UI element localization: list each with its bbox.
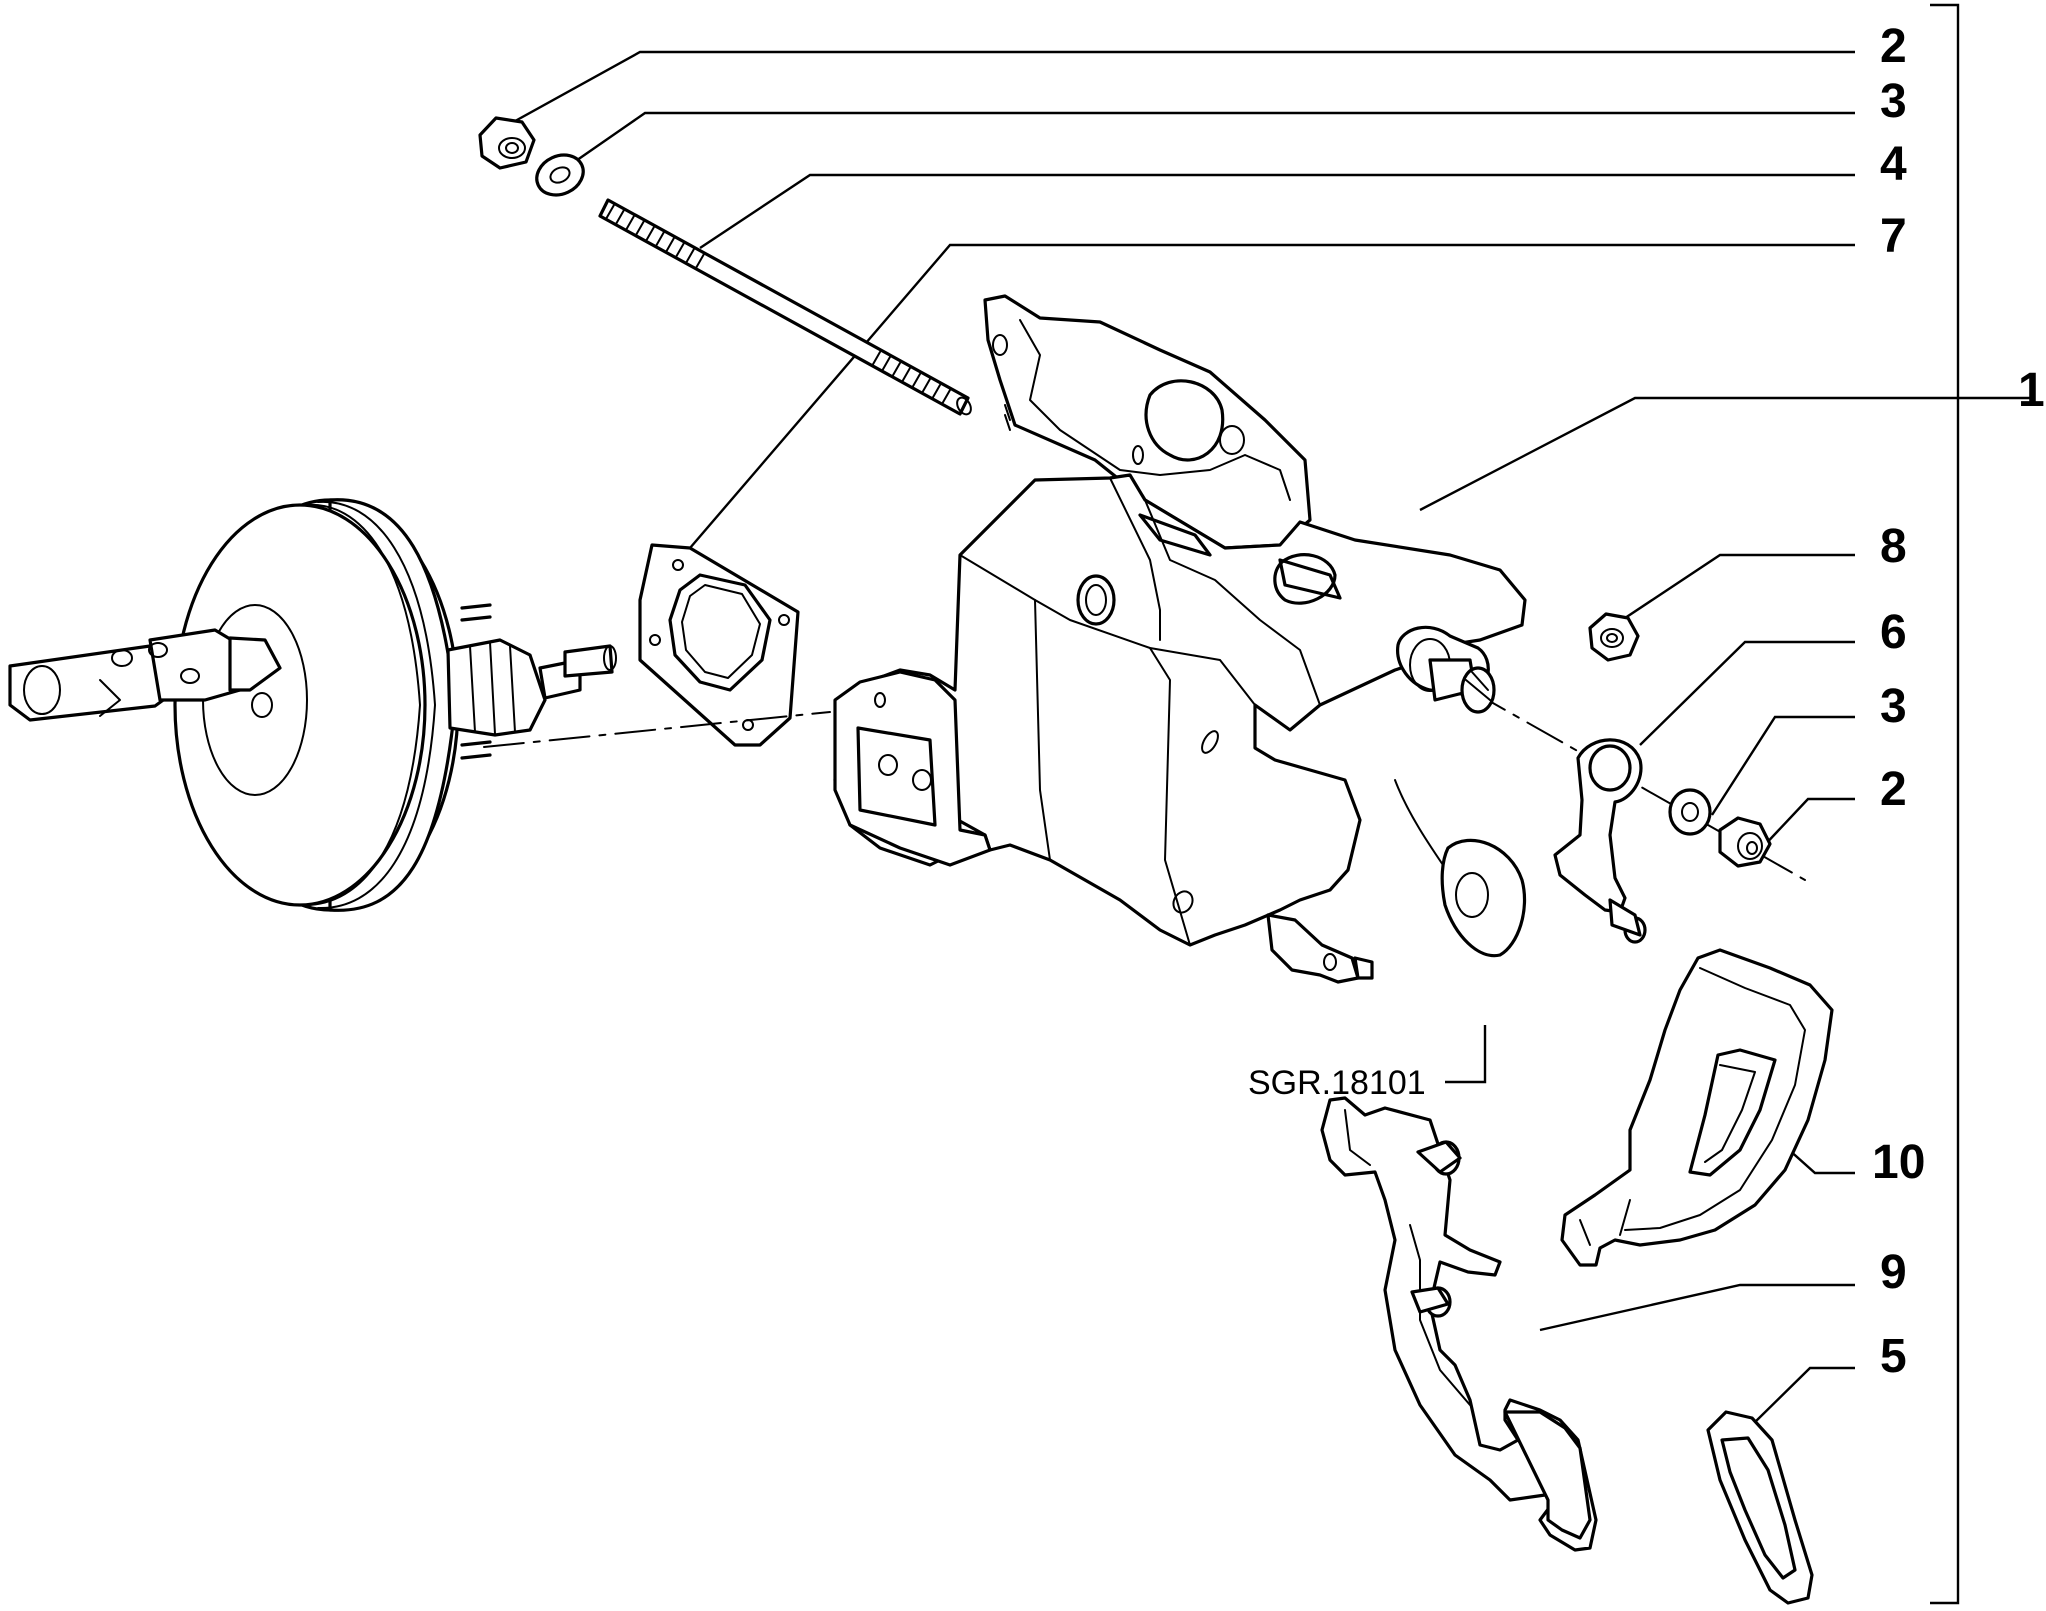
washer-top [535,153,585,197]
leader-7 [689,243,1855,549]
reference-code: SGR.18101 [1248,1064,1426,1102]
leader-3-side [1710,715,1855,816]
leader-2-side [1759,797,1855,851]
leader-8 [1609,553,1855,629]
callout-3-top: 3 [1880,75,1907,128]
leader-4 [699,173,1855,249]
gasket [638,543,800,747]
callout-3-side: 3 [1880,680,1907,733]
brake-booster [8,498,617,912]
leader-1 [1419,396,2030,512]
flanged-nut-side [1718,816,1772,868]
leader-9 [1539,1283,1855,1332]
pedal-cover [1560,948,1834,1267]
leader-6 [1639,640,1855,746]
lever [1553,738,1647,944]
leader-5 [1751,1366,1855,1426]
callout-5: 5 [1880,1330,1907,1383]
callout-10: 10 [1872,1136,1925,1189]
callout-1: 1 [2018,364,2045,417]
callout-8: 8 [1880,520,1907,573]
callout-2-top: 2 [1880,20,1907,73]
nut-side [1588,612,1640,662]
leader-lines [507,50,2030,1426]
leader-2-top [507,50,1855,127]
pedal-pad [1706,1410,1814,1605]
callout-labels: 2 3 4 7 1 8 6 3 2 10 9 5 SGR.18101 [1248,20,2045,1383]
callout-frame [1930,3,1960,1605]
leader-3-top [569,111,1855,166]
pedal [1320,1096,1598,1552]
callout-2-side: 2 [1880,763,1907,816]
washer-side [1668,788,1712,836]
callout-6: 6 [1880,606,1907,659]
callout-4: 4 [1880,138,1907,191]
nut-top [478,116,536,170]
callout-9: 9 [1880,1246,1907,1299]
leader-sgr [1445,1025,1487,1084]
threaded-stud [598,198,972,416]
callout-7: 7 [1880,210,1907,263]
pedal-bracket [833,294,1527,984]
